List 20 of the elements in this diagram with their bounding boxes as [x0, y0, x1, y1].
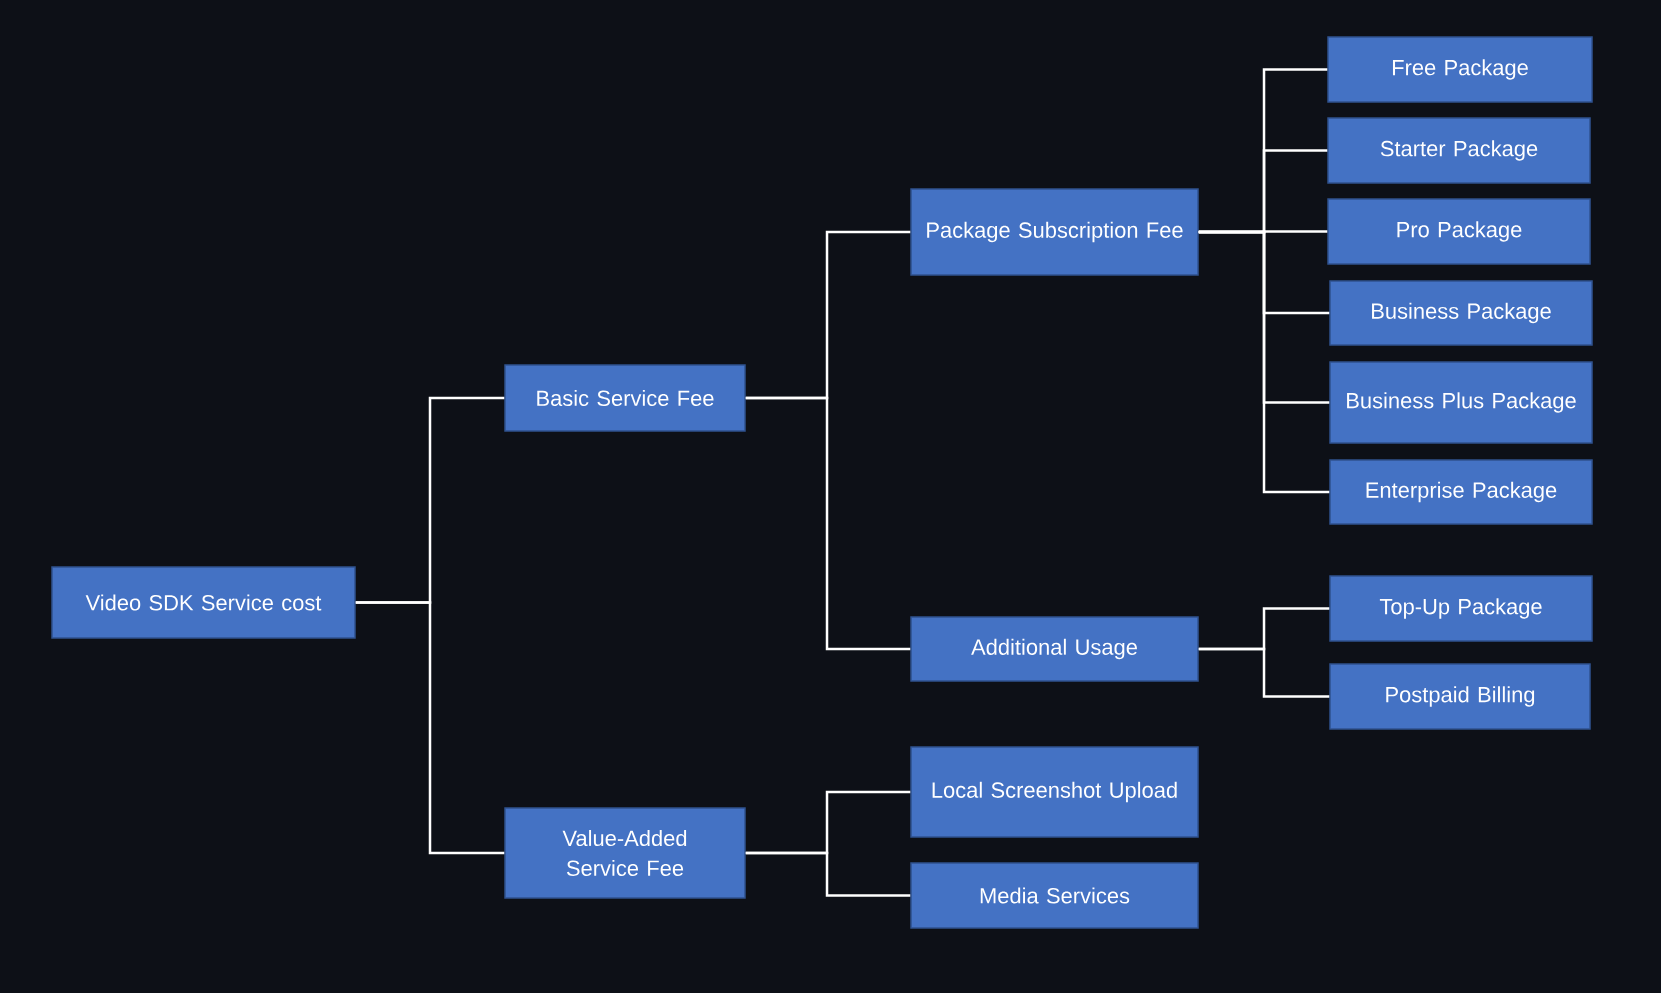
process-box: Media Services: [910, 862, 1199, 929]
process-box: Basic Service Fee: [504, 364, 746, 432]
process-box: Free Package: [1327, 36, 1593, 103]
process-box: Pro Package: [1327, 198, 1591, 265]
process-box: Postpaid Billing: [1329, 663, 1591, 730]
process-box: Business Plus Package: [1329, 361, 1593, 444]
process-box: Video SDK Service cost: [51, 566, 356, 639]
connector-line: [1198, 647, 1330, 698]
connector-line: [355, 601, 505, 855]
process-box: Starter Package: [1327, 117, 1591, 184]
process-box: Local Screenshot Upload: [910, 746, 1199, 838]
connector-line: [745, 396, 911, 651]
process-box: Package Subscription Fee: [910, 188, 1199, 276]
process-box: Additional Usage: [910, 616, 1199, 682]
process-box: Top-Up Package: [1329, 575, 1593, 642]
process-box: Value-Added Service Fee: [504, 807, 746, 899]
connector-line: [1198, 230, 1330, 494]
process-box: Enterprise Package: [1329, 459, 1593, 525]
process-box: Business Package: [1329, 280, 1593, 346]
connector-line: [745, 851, 911, 897]
